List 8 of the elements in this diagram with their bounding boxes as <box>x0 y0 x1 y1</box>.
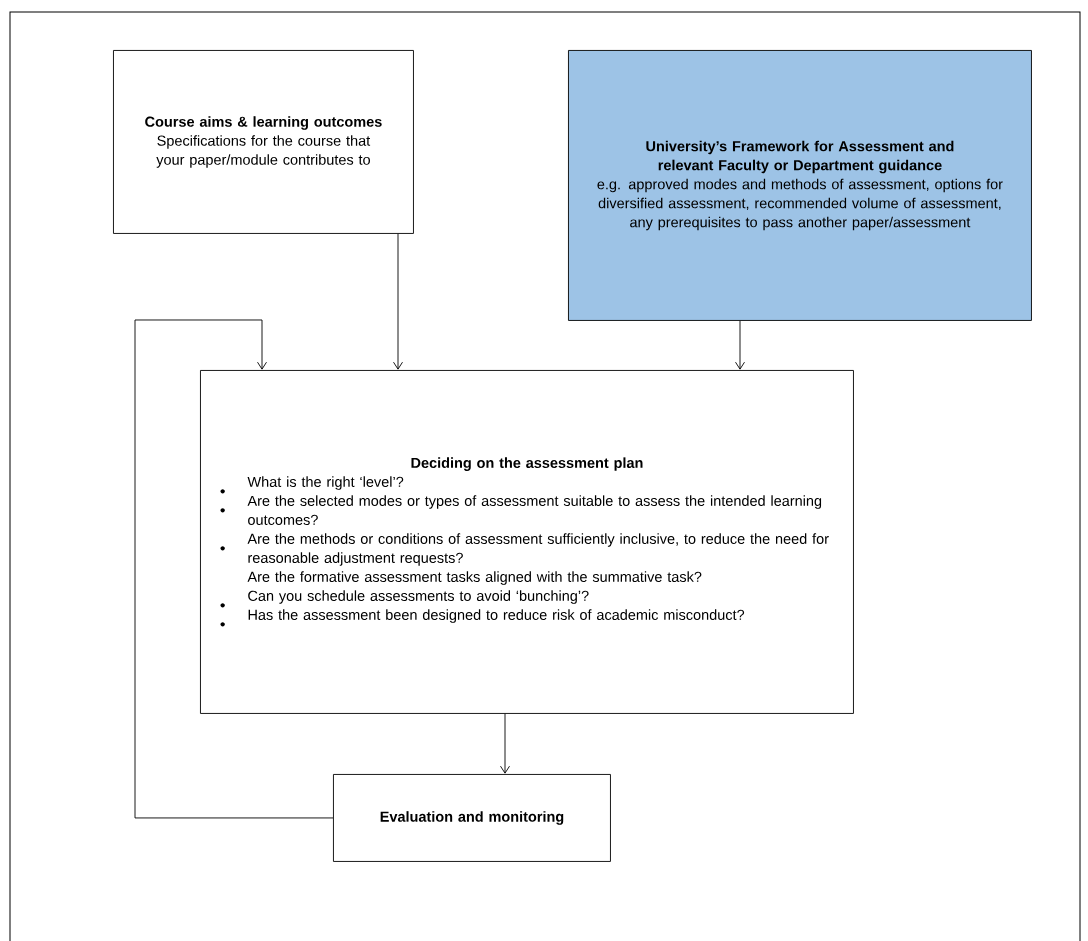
arrow <box>735 320 745 370</box>
arrow <box>500 713 510 774</box>
process-box: Deciding on the assessment plan What is the right ‘level’? Are the selected modes or types of assessment suitable to assess the intended learning outcomes? Are the methods or conditions of assessment sufficiently inclusive, to reduce the need for reasonable adjustment requests? Are the formative assessment tasks aligned with the summative task? Can you schedule assessments to avoid ‘bunching’? Has the assessment been designed to reduce risk of academic misconduct? <box>200 370 854 714</box>
arrow <box>134 319 334 819</box>
arrow <box>393 233 403 370</box>
process-box: Course aims & learning outcomes Specifications for the course that your paper/module contributes to <box>113 50 414 234</box>
process-box: Evaluation and monitoring <box>333 774 611 862</box>
process-box: University’s Framework for Assessment and relevant Faculty or Department guidance e.g. approved modes and methods of assessment, options for diversified assessment, recommended volume of assessment, any prerequisites to pass another paper/assessment <box>568 50 1032 321</box>
